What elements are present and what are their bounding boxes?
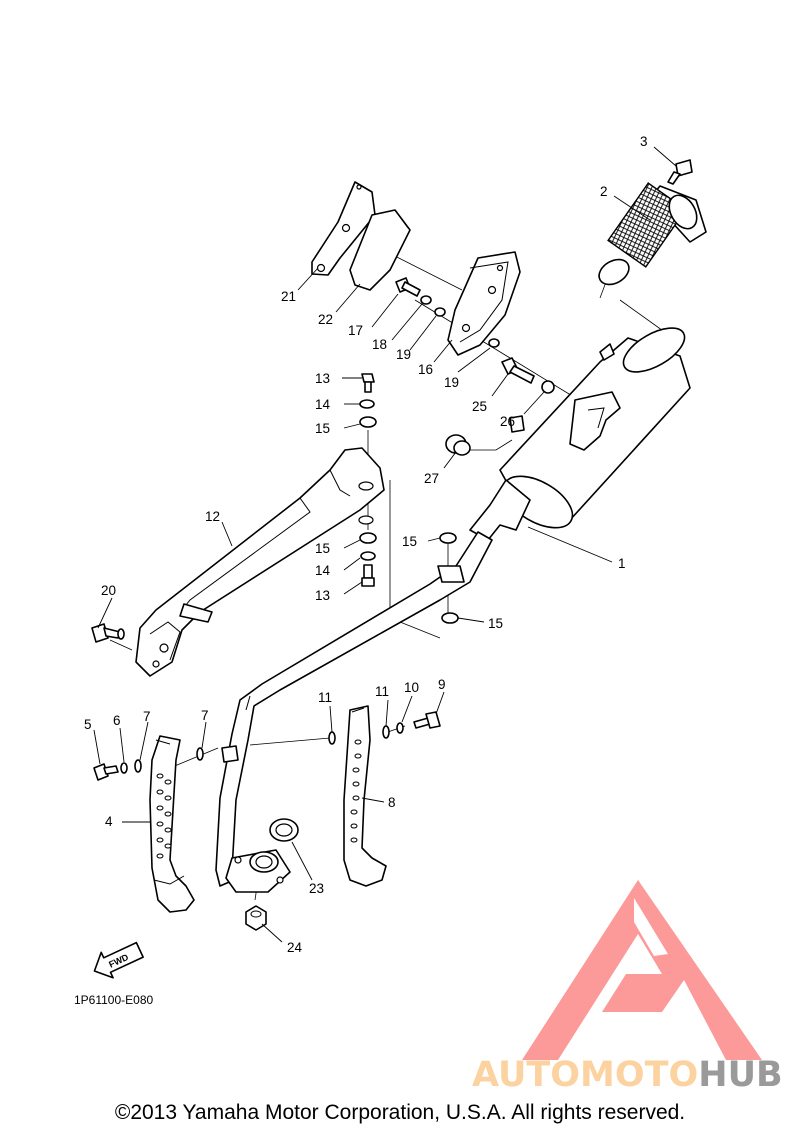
callout-25: 25 [472,399,487,414]
callout-6: 6 [113,713,121,728]
callout-11-left: 11 [318,690,332,705]
callout-7-right: 7 [201,708,209,723]
callout-18: 18 [372,337,387,352]
bolt-9 [413,711,441,729]
clip-11-right [382,725,390,739]
washer-14-upper [359,399,375,409]
spark-arrester-screen-2 [598,182,707,286]
logo-text: AUTOMOTOHUB [472,1055,783,1093]
callout-3: 3 [640,134,648,149]
callout-10: 10 [404,680,419,695]
callout-15-bottom: 15 [488,616,503,631]
callout-20: 20 [101,583,116,598]
logo-text-hub: HUB [698,1055,782,1093]
callout-numbers: 1 2 3 4 5 6 7 7 8 9 10 11 11 12 13 13 14… [84,134,648,955]
washer-10 [396,722,404,734]
washer-18 [420,295,432,305]
exhaust-pipe [215,531,493,893]
clip-7-right [196,747,204,761]
callout-13-lower: 13 [315,588,330,603]
damper-19-upper [434,307,446,317]
callout-12: 12 [205,509,220,524]
callout-leader-lines [93,146,677,943]
gasket-23 [269,818,299,842]
callout-9: 9 [438,677,446,692]
heat-protector-plate-21 [311,181,376,276]
washer-14-lower [360,551,376,561]
washer-6 [120,762,128,774]
bolt-17 [395,277,421,297]
nut-24 [245,905,267,931]
clip-7-left [134,759,142,773]
callout-7-left: 7 [143,709,151,724]
callout-14-lower: 14 [315,563,331,578]
pipe-protector-8 [343,705,387,887]
diagram-code: 1P61100-E080 [74,993,154,1007]
screw-3 [667,159,693,185]
callout-16: 16 [418,362,433,377]
callout-21: 21 [281,289,296,304]
clip-11-left [328,731,336,745]
collar-15-upper [359,416,377,428]
callout-5: 5 [84,717,92,732]
callout-22: 22 [318,312,333,327]
bolt-5 [93,763,119,781]
fwd-direction-arrow: FWD [93,941,144,979]
damper-27 [445,434,471,456]
cover-plate-22 [349,209,411,291]
callout-24: 24 [287,940,303,955]
callout-19-upper: 19 [396,347,411,362]
protector-bracket-16 [447,251,521,356]
muffler-1 [469,327,691,541]
callout-8: 8 [388,795,396,810]
callout-2: 2 [600,184,608,199]
bolt-13-upper [361,373,375,393]
bolt-25 [501,357,535,384]
collar-15-right [439,532,457,544]
damper-19-lower [488,338,500,348]
callout-15-upper: 15 [315,421,330,436]
washer-26 [541,380,555,394]
callout-11-right: 11 [375,684,389,699]
callout-27: 27 [424,471,439,486]
collar-15-mid [359,532,377,544]
callout-17: 17 [348,323,363,338]
collar-15-bottom [441,612,459,624]
logo-triangle-mark [522,880,762,1060]
copyright-notice: ©2013 Yamaha Motor Corporation, U.S.A. A… [114,1101,686,1124]
callout-19-lower: 19 [444,375,459,390]
logo-text-automoto: AUTOMOTO [472,1055,698,1093]
callout-26: 26 [500,414,515,429]
callout-15-right: 15 [402,534,417,549]
callout-13-upper: 13 [315,371,330,386]
muffler-stay-12 [135,447,385,677]
callout-23: 23 [309,881,324,896]
bolt-20 [91,623,125,643]
callout-14-upper: 14 [315,397,331,412]
callout-1: 1 [618,556,626,571]
callout-4: 4 [105,814,113,829]
pipe-protector-4 [149,735,195,913]
automotohub-logo: AUTOMOTOHUB [472,880,783,1093]
bolt-13-lower [361,564,375,587]
callout-15-mid: 15 [315,541,330,556]
